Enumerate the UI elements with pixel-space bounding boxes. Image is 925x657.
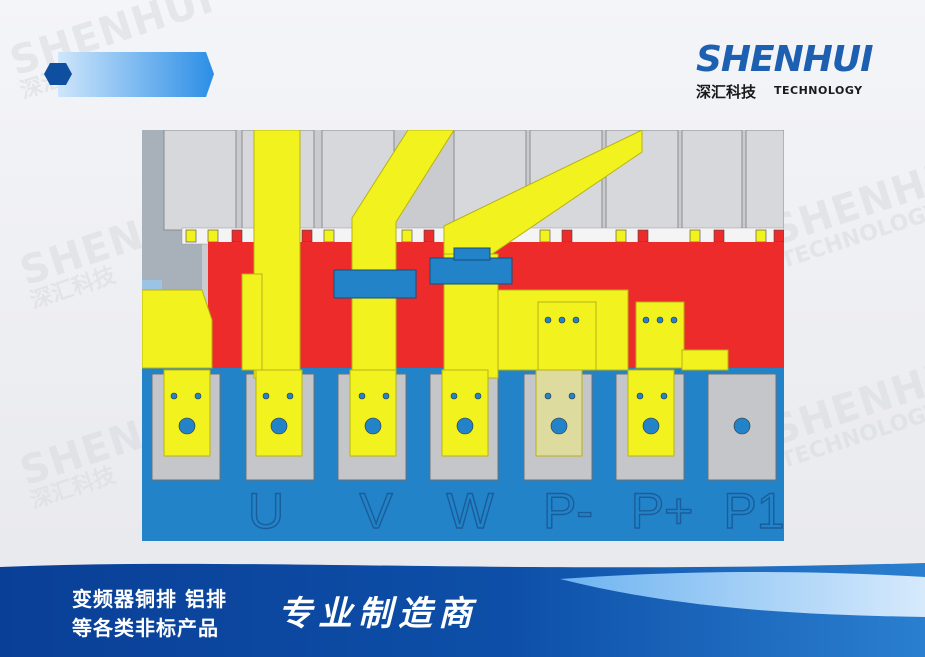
terminal-label-u: U [248,483,284,539]
terminal-label-p1: P1 [723,483,784,539]
terminal-label-v: V [359,483,393,539]
brand-subtitle: TECHNOLOGY [774,84,863,97]
terminal-label-p-minus: P- [543,483,593,539]
header-ribbon-tag [44,52,214,97]
watermark: SHENHUI TECHNOLOGY [765,146,925,274]
brand-name: SHENHUI [696,39,874,80]
busbar-diagram: U V W P- P+ P1 [142,130,784,541]
terminal-label-w: W [446,483,494,539]
brand-logo: SHENHUI 深汇科技 TECHNOLOGY [694,39,874,102]
banner-line-2: 等各类非标产品 [72,616,219,640]
bottom-banner [0,563,925,657]
hexagon-icon [44,63,72,85]
banner-line-1: 变频器铜排 铝排 [72,587,227,611]
banner-slogan: 专业制造商 [278,594,478,634]
terminal-label-p-plus: P+ [631,483,694,539]
brand-name-cn: 深汇科技 [696,83,757,101]
watermark: SHENHUI TECHNOLOGY [765,346,925,474]
